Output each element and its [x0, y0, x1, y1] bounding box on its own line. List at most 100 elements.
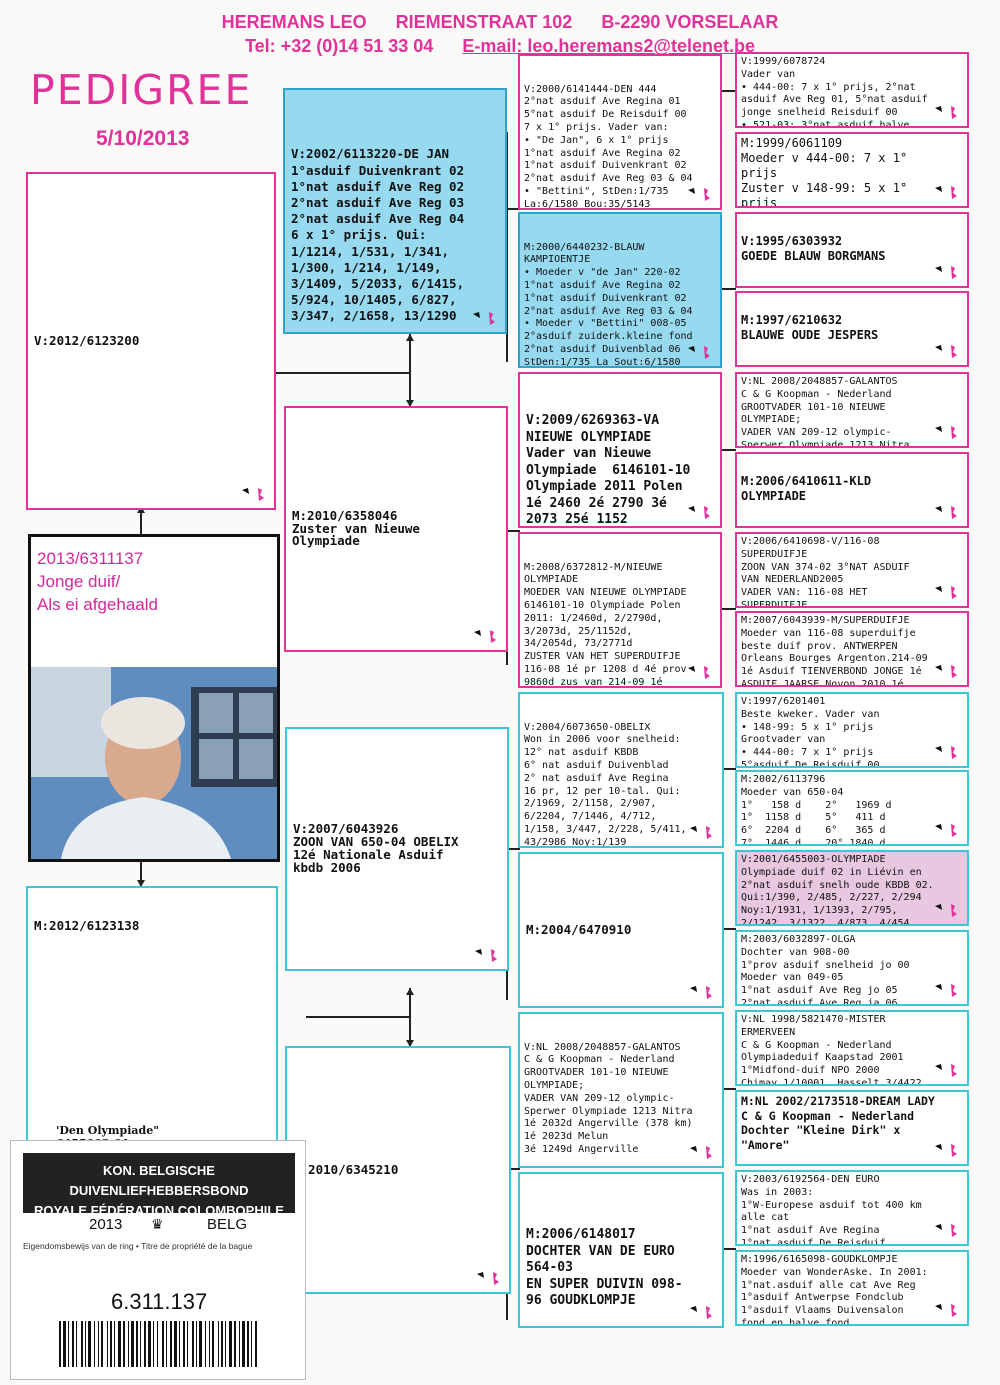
pigeon-stamp-icon — [686, 344, 714, 360]
gen4-text-6: M:2006/6410611-KLD OLYMPIADE — [741, 474, 963, 504]
gen4-box-4[interactable]: M:1997/6210632 BLAUWE OUDE JESPERS — [735, 291, 969, 367]
gen4-box-8[interactable]: M:2007/6043939-M/SUPERDUIFJE Moeder van … — [735, 611, 969, 687]
page-title: PEDIGREE — [30, 66, 252, 114]
pigeon-stamp-icon — [933, 663, 961, 679]
gen4-box-13[interactable]: V:NL 1998/5821470-MISTER ERMERVEEN C & G… — [735, 1010, 969, 1086]
connector-line — [722, 288, 736, 290]
gen4-box-14[interactable]: M:NL 2002/2173518-DREAM LADY C & G Koopm… — [735, 1090, 969, 1166]
barcode-bar — [68, 1321, 69, 1367]
connector-line — [276, 372, 410, 374]
ownership-note: Eigendomsbewijs van de ring • Titre de p… — [23, 1241, 303, 1251]
barcode-bar — [98, 1321, 99, 1367]
gen3-mfm-box[interactable]: M:2004/6470910 — [518, 852, 724, 1008]
barcode-bar — [199, 1321, 202, 1367]
gen3-fmm-box[interactable]: M:2008/6372812-M/NIEUWE OLYMPIADE MOEDER… — [518, 532, 722, 688]
barcode-bar — [81, 1321, 83, 1367]
breeder-address: HEREMANS LEO RIEMENSTRAAT 102 B-2290 VOR… — [150, 12, 850, 33]
breeder-name: HEREMANS LEO — [222, 12, 367, 32]
pigeon-photo-card: 2013/6311137 Jonge duif/ Als ei afgehaal… — [28, 534, 280, 862]
barcode-bar — [242, 1321, 245, 1367]
gen3-ffm-box[interactable]: M:2000/6440232-BLAUW KAMPIOENTJE • Moede… — [518, 212, 722, 368]
pigeon-stamp-icon — [688, 1304, 716, 1320]
gen4-text-15: V:2003/6192564-DEN EURO Was in 2003: 1°W… — [741, 1174, 963, 1246]
gen2-ff-box[interactable]: V:2002/6113220-DE JAN 1°asduif Duivenkra… — [283, 88, 507, 334]
gen4-text-3: V:1995/6303932 GOEDE BLAUW BORGMANS — [741, 234, 963, 264]
barcode-bar — [170, 1321, 172, 1367]
barcode-bar — [218, 1321, 219, 1367]
barcode-bar — [179, 1321, 180, 1367]
connector-line — [306, 1016, 410, 1018]
gen4-box-3[interactable]: V:1995/6303932 GOEDE BLAUW BORGMANS — [735, 212, 969, 288]
barcode-bar — [88, 1321, 91, 1367]
gen3-mmm-box[interactable]: M:2006/6148017 DOCHTER VAN DE EURO 564-0… — [518, 1172, 724, 1328]
connector-line — [722, 608, 736, 610]
barcode-bar — [196, 1321, 197, 1367]
breeder-photo — [31, 667, 277, 859]
barcode-bar — [59, 1321, 61, 1367]
gen3-mff-box[interactable]: V:2004/6073650-OBELIX Won in 2006 voor s… — [518, 692, 724, 848]
pedigree-date: 5/10/2013 — [96, 127, 189, 151]
barcode-bar — [63, 1321, 66, 1367]
pigeon-stamp-icon — [933, 822, 961, 838]
photo-ring-number: 2013/6311137 — [37, 547, 158, 570]
barcode-bar — [209, 1321, 210, 1367]
barcode-bar — [221, 1321, 223, 1367]
gen4-box-1[interactable]: V:1999/6078724 Vader van • 444-00: 7 x 1… — [735, 52, 969, 128]
barcode-bar — [225, 1321, 226, 1367]
connector-line — [409, 334, 411, 406]
gen4-box-9[interactable]: V:1997/6201401 Beste kweker. Vader van •… — [735, 692, 969, 768]
gen4-text-12: M:2003/6032897-OLGA Dochter van 908-00 1… — [741, 934, 963, 1006]
gen2-fm-box[interactable]: M:2010/6358046 Zuster van Nieuwe Olympia… — [284, 406, 508, 652]
pigeon-stamp-icon — [688, 984, 716, 1000]
connector-line — [140, 510, 142, 534]
gen4-box-5[interactable]: V:NL 2008/2048857-GALANTOS C & G Koopman… — [735, 372, 969, 448]
gen4-box-15[interactable]: V:2003/6192564-DEN EURO Was in 2003: 1°W… — [735, 1170, 969, 1246]
gen4-box-12[interactable]: M:2003/6032897-OLGA Dochter van 908-00 1… — [735, 930, 969, 1006]
barcode-bar — [205, 1321, 206, 1367]
pigeon-stamp-icon — [933, 104, 961, 120]
connector-line — [722, 449, 736, 451]
gen3-mfm-text: M:2004/6470910 — [526, 924, 631, 937]
photo-caption-line2: Jonge duif/ — [37, 570, 158, 593]
barcode-bar — [136, 1321, 138, 1367]
gen4-text-7: V:2006/6410698-V/116-08 SUPERDUIFJE ZOON… — [741, 536, 963, 608]
gen4-box-2[interactable]: M:1999/6061109 Moeder v 444-00: 7 x 1° p… — [735, 132, 969, 208]
barcode-bar — [114, 1321, 115, 1367]
connector-line — [722, 1088, 736, 1090]
breeder-email[interactable]: E-mail: leo.heremans2@telenet.be — [462, 36, 755, 56]
barcode-bar — [140, 1321, 141, 1367]
barcode-bar — [187, 1321, 188, 1367]
pigeon-stamp-icon — [933, 1222, 961, 1238]
gen3-mmf-text: V:NL 2008/2048857-GALANTOS C & G Koopman… — [524, 1042, 718, 1157]
gen2-mm-box[interactable]: M:2010/6345210 — [285, 1046, 511, 1294]
gen2-mf-box[interactable]: V:2007/6043926 ZOON VAN 650-04 OBELIX 12… — [285, 727, 509, 971]
ring-number: 6.311.137 — [111, 1289, 207, 1315]
pigeon-stamp-icon — [933, 902, 961, 918]
gen3-fff-box[interactable]: V:2000/6141444-DEN 444 2°nat asduif Ave … — [518, 54, 722, 210]
gen4-box-11[interactable]: V:2001/6455003-OLYMPIADE Olympiade duif … — [735, 850, 969, 926]
pigeon-stamp-icon — [933, 1142, 961, 1158]
barcode-bar — [153, 1321, 154, 1367]
pigeon-stamp-icon — [933, 744, 961, 760]
barcode-bar — [94, 1321, 95, 1367]
gen4-box-16[interactable]: M:1996/6165098-GOUDKLOMPJE Moeder van Wo… — [735, 1250, 969, 1326]
gen4-box-6[interactable]: M:2006/6410611-KLD OLYMPIADE — [735, 452, 969, 528]
barcode-bar — [239, 1321, 240, 1367]
connector-line — [722, 768, 736, 770]
barcode-bar — [128, 1321, 129, 1367]
barcode-bar — [255, 1321, 257, 1367]
connector-line — [722, 90, 736, 92]
gen4-text-14: M:NL 2002/2173518-DREAM LADY C & G Koopm… — [741, 1094, 963, 1152]
gen3-fmf-box[interactable]: V:2009/6269363-VA NIEUWE OLYMPIADE Vader… — [518, 372, 722, 528]
breeder-street: RIEMENSTRAAT 102 — [396, 12, 573, 32]
pigeon-stamp-icon — [933, 424, 961, 440]
barcode — [59, 1321, 259, 1367]
sire-box[interactable]: V:2012/6123200 — [26, 172, 276, 510]
dam-ring: M:2012/6123138 — [34, 920, 270, 933]
barcode-bar — [192, 1321, 194, 1367]
barcode-bar — [85, 1321, 86, 1367]
pigeon-stamp-icon — [933, 264, 961, 280]
gen3-mmf-box[interactable]: V:NL 2008/2048857-GALANTOS C & G Koopman… — [518, 1012, 724, 1168]
gen4-box-10[interactable]: M:2002/6113796 Moeder van 650-04 1° 158 … — [735, 770, 969, 846]
gen4-box-7[interactable]: V:2006/6410698-V/116-08 SUPERDUIFJE ZOON… — [735, 532, 969, 608]
